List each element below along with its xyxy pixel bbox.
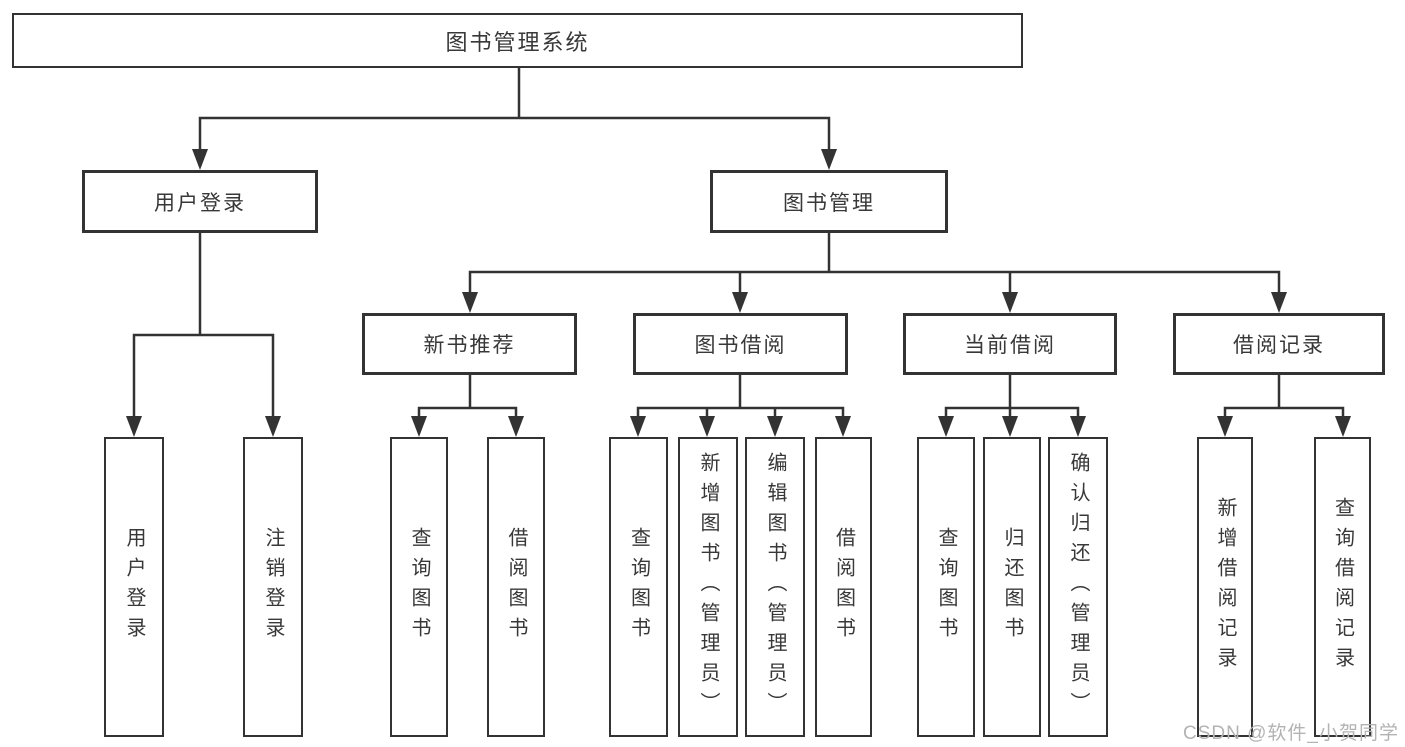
leaf-current-return-books: 归还图书 bbox=[983, 437, 1041, 737]
leaf-recommend-borrow-books: 借阅图书 bbox=[487, 437, 545, 737]
node-borrowing-records: 借阅记录 bbox=[1173, 313, 1385, 375]
node-user-login: 用户登录 bbox=[82, 170, 318, 233]
leaf-current-query-books: 查询图书 bbox=[917, 437, 975, 737]
leaf-records-query-record: 查询借阅记录 bbox=[1314, 437, 1371, 737]
leaf-records-add-record: 新增借阅记录 bbox=[1197, 437, 1253, 737]
leaf-borrowing-borrow-books: 借阅图书 bbox=[815, 437, 872, 737]
leaf-current-confirm-return: 确认归还（管理员） bbox=[1048, 437, 1108, 737]
node-book-borrowing: 图书借阅 bbox=[633, 313, 848, 375]
leaf-user-login: 用户登录 bbox=[104, 437, 164, 737]
node-new-book-recommend: 新书推荐 bbox=[362, 313, 577, 375]
node-book-management: 图书管理 bbox=[710, 170, 948, 233]
node-current-borrowing: 当前借阅 bbox=[903, 313, 1117, 375]
leaf-borrowing-query-books: 查询图书 bbox=[609, 437, 668, 737]
leaf-recommend-query-books: 查询图书 bbox=[390, 437, 448, 737]
connector-lines bbox=[132, 68, 1345, 419]
leaf-borrowing-add-books: 新增图书（管理员） bbox=[678, 437, 738, 737]
csdn-watermark: CSDN @软件_小贺同学 bbox=[1183, 723, 1399, 744]
arrowheads bbox=[126, 149, 1351, 437]
node-root: 图书管理系统 bbox=[12, 13, 1023, 68]
leaf-logout: 注销登录 bbox=[243, 437, 303, 737]
leaf-borrowing-edit-books: 编辑图书（管理员） bbox=[745, 437, 805, 737]
